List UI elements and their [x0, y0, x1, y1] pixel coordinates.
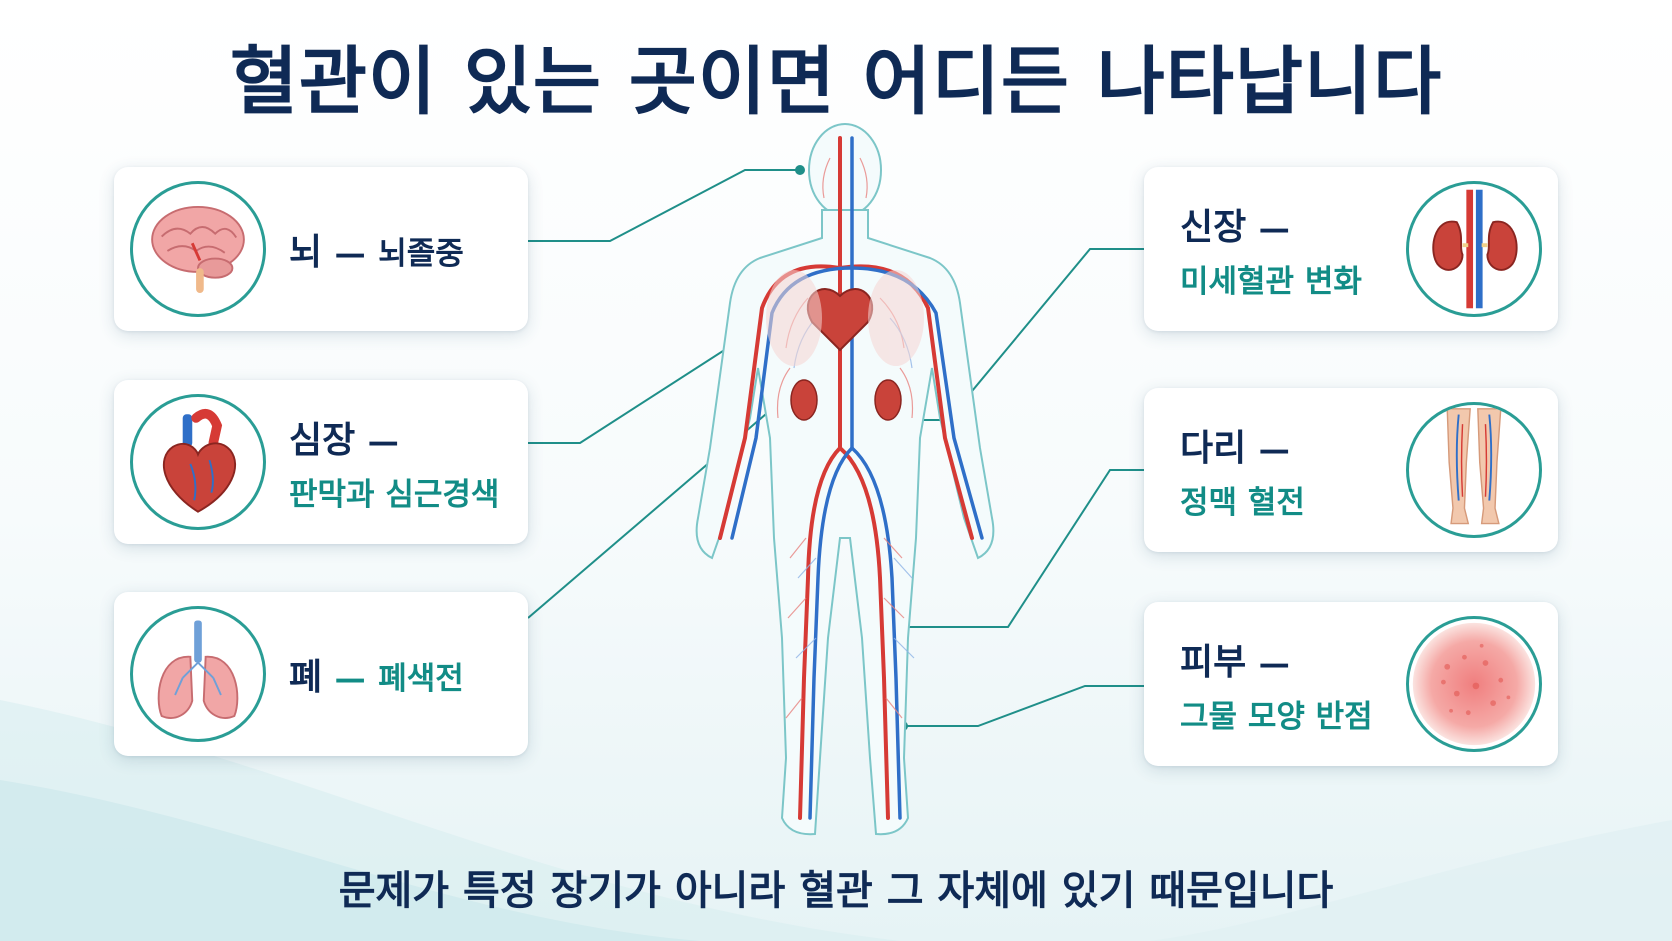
card-brain-detail: 뇌졸중: [378, 236, 464, 272]
card-brain-dash: —: [334, 236, 366, 272]
card-skin-title: 피부: [1180, 641, 1247, 683]
card-leg-detail: 정맥 혈전: [1180, 484, 1305, 521]
card-brain-title: 뇌: [289, 232, 323, 273]
card-leg-title: 다리: [1180, 427, 1247, 469]
card-leg-dash: —: [1258, 431, 1290, 468]
card-kidney-detail: 미세혈관 변화: [1180, 263, 1362, 300]
human-body-vascular-figure: [695, 123, 995, 836]
footer-caption: 문제가 특정 장기가 아니라 혈관 그 자체에 있기 때문입니다: [338, 868, 1334, 914]
card-lung: 폐 — 폐색전: [114, 592, 528, 756]
page-title: 혈관이 있는 곳이면 어디든 나타납니다: [229, 39, 1443, 125]
heart-icon: [130, 394, 266, 530]
brain-icon: [130, 181, 266, 317]
card-heart-detail: 판막과 심근경색: [289, 476, 500, 513]
lungs-icon: [130, 606, 266, 742]
card-heart: 심장 — 판막과 심근경색: [114, 380, 528, 544]
card-lung-dash: —: [334, 661, 366, 697]
card-kidney-dash: —: [1258, 210, 1290, 247]
card-lung-detail: 폐색전: [378, 661, 464, 697]
card-kidney: 신장 — 미세혈관 변화: [1144, 167, 1558, 331]
card-skin-dash: —: [1258, 645, 1290, 682]
kidneys-icon: [1406, 181, 1542, 317]
card-leg: 다리 — 정맥 혈전: [1144, 388, 1558, 552]
card-skin: 피부 — 그물 모양 반점: [1144, 602, 1558, 766]
card-skin-detail: 그물 모양 반점: [1180, 698, 1373, 735]
legs-icon: [1406, 402, 1542, 538]
skin-rash-icon: [1406, 616, 1542, 752]
card-heart-title: 심장: [289, 419, 356, 461]
card-heart-dash: —: [367, 423, 399, 460]
body-heart: [806, 288, 874, 352]
card-brain: 뇌 — 뇌졸중: [114, 167, 528, 331]
card-kidney-title: 신장: [1180, 206, 1247, 248]
card-lung-title: 폐: [289, 657, 323, 698]
